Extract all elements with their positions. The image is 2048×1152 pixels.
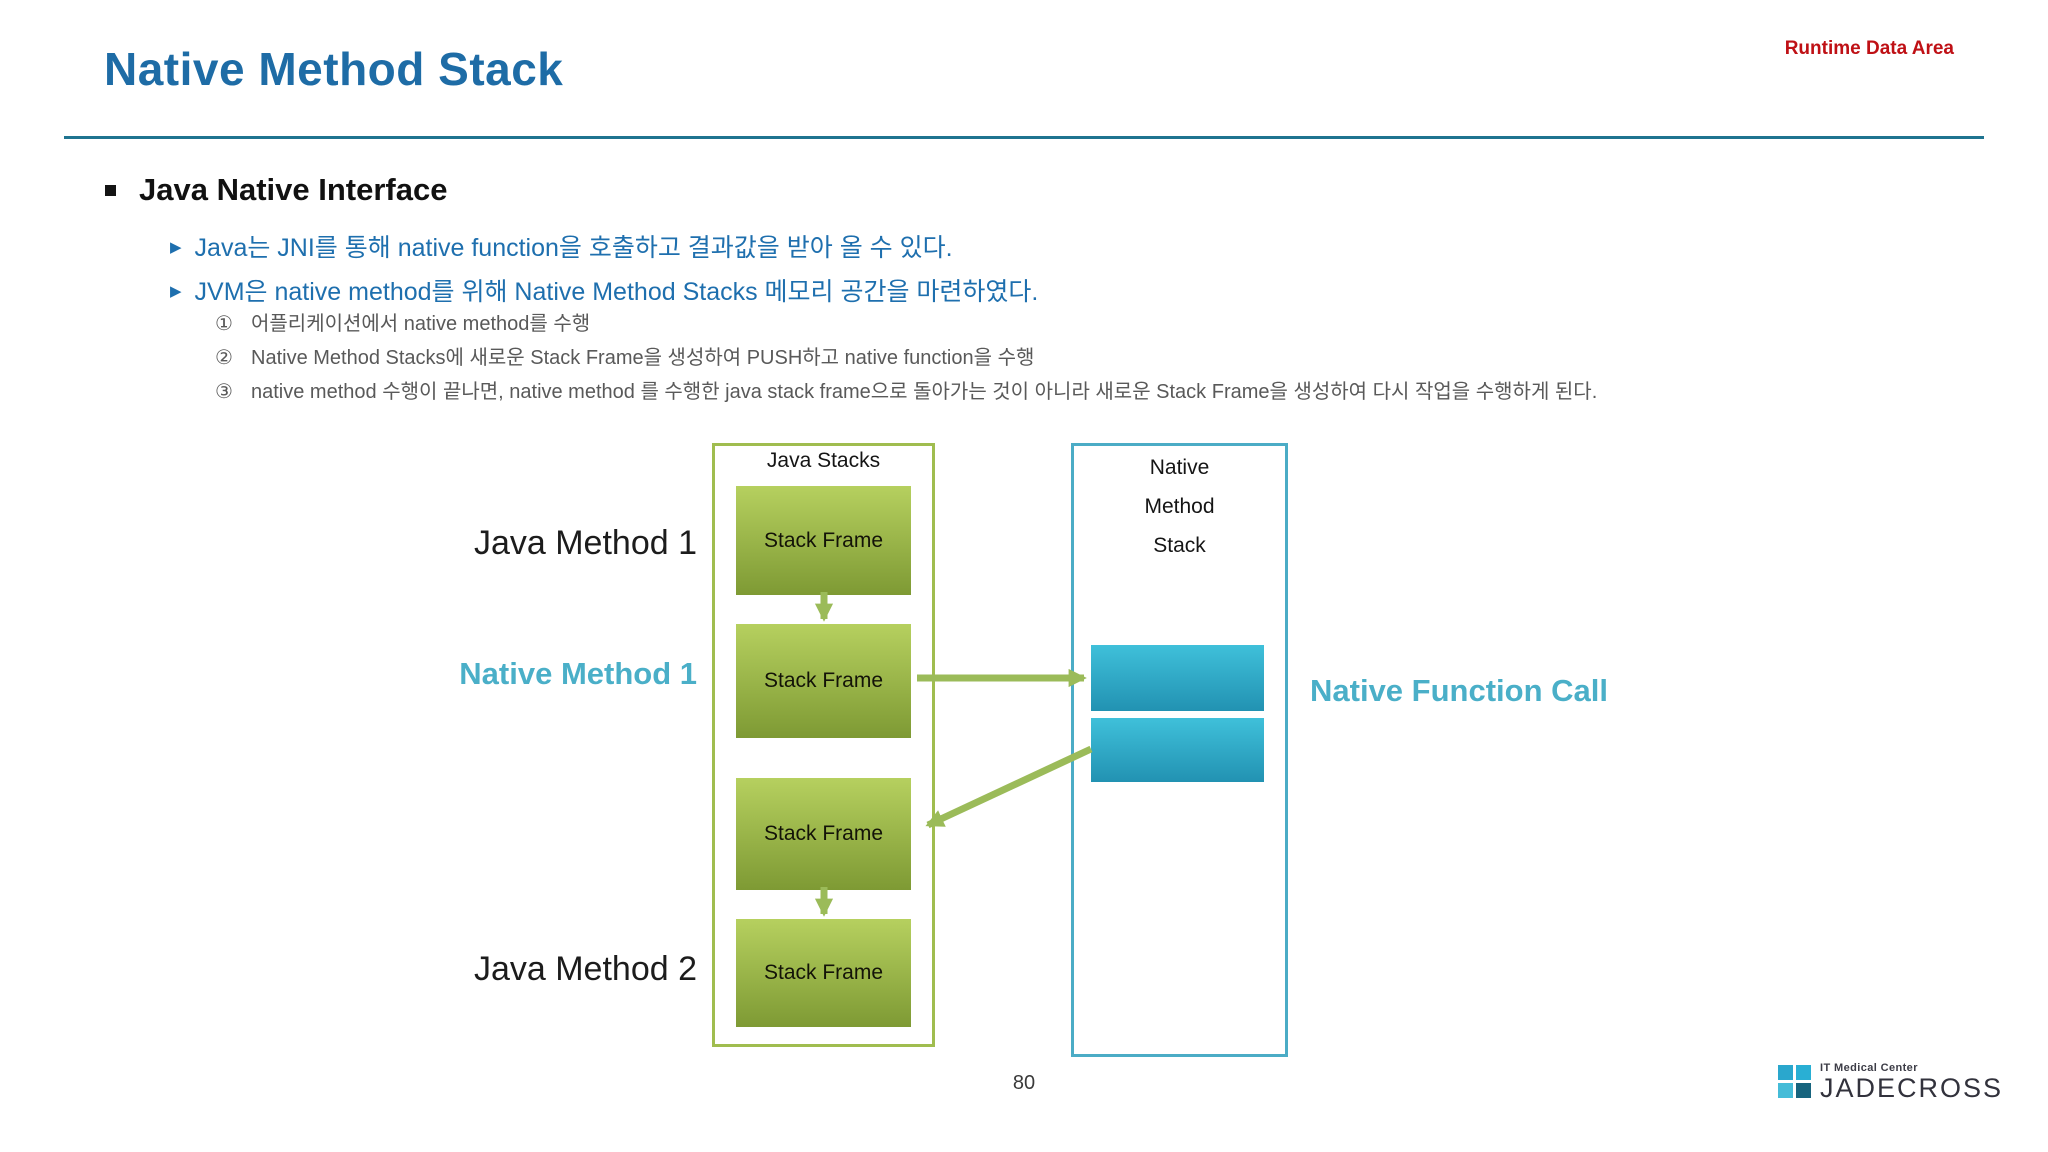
native-stack-frame-2 bbox=[1091, 718, 1264, 782]
stack-frame-3: Stack Frame bbox=[736, 778, 911, 890]
stack-frame-2: Stack Frame bbox=[736, 624, 911, 738]
page-number: 80 bbox=[1012, 1072, 1036, 1094]
bullet-text: JVM은 native method를 위해 Native Method Sta… bbox=[194, 278, 1039, 306]
numbered-item-text: 어플리케이션에서 native method를 수행 bbox=[251, 313, 591, 335]
native-method-stack-title: Native Method Stack bbox=[1071, 448, 1288, 565]
stack-frame-4: Stack Frame bbox=[736, 919, 911, 1027]
arrow-native-to-java bbox=[925, 745, 1093, 829]
native-stack-frame-1 bbox=[1091, 645, 1264, 711]
logo-square bbox=[1778, 1065, 1793, 1080]
bullet-item: ▶ Java는 JNI를 통해 native function을 호출하고 결과… bbox=[170, 228, 953, 264]
native-title-line: Stack bbox=[1153, 534, 1206, 557]
numbered-item-marker: ③ bbox=[215, 381, 233, 403]
logo-name: JADECROSS bbox=[1820, 1073, 2004, 1103]
numbered-item-marker: ① bbox=[215, 313, 233, 335]
native-title-line: Method bbox=[1144, 495, 1215, 518]
section-heading: Java Native Interface bbox=[105, 172, 447, 208]
numbered-list: ① 어플리케이션에서 native method를 수행 ② Native Me… bbox=[215, 308, 1905, 410]
label-native-method-1: Native Method 1 bbox=[459, 656, 697, 691]
label-native-function-call: Native Function Call bbox=[1310, 673, 1608, 708]
numbered-item: ② Native Method Stacks에 새로운 Stack Frame을… bbox=[215, 342, 1905, 374]
logo-squares-icon bbox=[1778, 1065, 1811, 1098]
logo-text: IT Medical Center JADECROSS bbox=[1820, 1062, 2004, 1103]
label-java-method-1: Java Method 1 bbox=[473, 524, 697, 562]
page-title: Native Method Stack bbox=[104, 43, 564, 95]
square-bullet-icon bbox=[105, 184, 116, 196]
numbered-item-text: Native Method Stacks에 새로운 Stack Frame을 생… bbox=[251, 347, 1035, 369]
logo-square bbox=[1778, 1083, 1793, 1098]
java-stacks-title: Java Stacks bbox=[766, 449, 881, 472]
numbered-item: ③ native method 수행이 끝나면, native method 를… bbox=[215, 376, 1905, 408]
native-title-line: Native bbox=[1149, 456, 1210, 479]
logo-subtitle: IT Medical Center bbox=[1820, 1062, 1918, 1074]
stack-frame-1: Stack Frame bbox=[736, 486, 911, 595]
numbered-item-text: native method 수행이 끝나면, native method 를 수… bbox=[251, 381, 1598, 403]
bullet-item: ▶ JVM은 native method를 위해 Native Method S… bbox=[170, 272, 1038, 308]
title-divider bbox=[64, 136, 1984, 139]
logo-square bbox=[1796, 1083, 1811, 1098]
label-java-method-2: Java Method 2 bbox=[473, 950, 697, 988]
jadecross-logo: IT Medical Center JADECROSS bbox=[1778, 1062, 2004, 1103]
triangle-bullet-icon: ▶ bbox=[170, 283, 182, 300]
numbered-item: ① 어플리케이션에서 native method를 수행 bbox=[215, 308, 1905, 340]
numbered-item-marker: ② bbox=[215, 347, 233, 369]
bullet-text: Java는 JNI를 통해 native function을 호출하고 결과값을… bbox=[194, 234, 953, 262]
triangle-bullet-icon: ▶ bbox=[170, 239, 182, 256]
logo-square bbox=[1796, 1065, 1811, 1080]
runtime-data-area-tag: Runtime Data Area bbox=[1784, 38, 1954, 59]
section-heading-label: Java Native Interface bbox=[139, 172, 448, 207]
